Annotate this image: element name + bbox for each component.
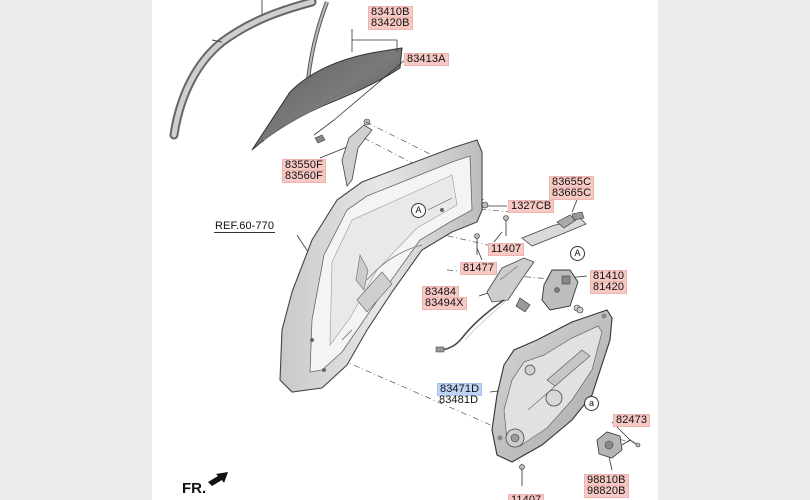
glass-run-channel [306,1,329,81]
door-hardware-lines [341,197,453,341]
part-label-83413a[interactable]: 83413A [404,53,449,66]
part-label-98820b[interactable]: 98820B [584,485,629,498]
part-label-83420b[interactable]: 83420B [368,17,413,30]
screw-bottom [519,464,525,486]
part-label-81420[interactable]: 81420 [590,281,628,294]
callout-a-latch: A [570,246,585,261]
door-module-panel [491,306,613,463]
bolt-1327cb [474,201,509,255]
rear-door-exploded-view [169,0,641,486]
door-glass [251,47,403,151]
front-direction-label: FR. [182,480,207,497]
callout-a-upper: A [411,203,426,218]
regulator-motor [596,431,631,459]
part-label-83560f[interactable]: 83560F [282,170,326,183]
part-label-82473[interactable]: 82473 [613,414,651,427]
inside-handle [486,257,535,303]
part-label-83481d[interactable]: 83481D [439,394,479,406]
parts-diagram-sheet: 83410B 83420B 83413A 83550F 83560F REF.6… [152,0,658,500]
part-label-83471d[interactable]: 83471D [437,383,483,396]
callout-a-lower: a [584,396,599,411]
door-shell [279,139,483,393]
part-label-81477[interactable]: 81477 [460,262,498,275]
front-direction-arrow [208,472,228,486]
part-label-83655c[interactable]: 83655C [549,176,595,189]
reference-label: REF.60-770 [214,220,276,233]
part-label-11407-lower[interactable]: 11407 [508,494,545,500]
part-label-83494x[interactable]: 83494X [422,297,467,310]
part-label-11407-upper[interactable]: 11407 [488,243,525,256]
regulator-rail [314,118,373,187]
outside-handle [521,211,587,247]
latch-cable [435,299,508,353]
door-latch [515,269,581,313]
screw-82473 [629,439,641,448]
part-label-1327cb[interactable]: 1327CB [508,200,555,213]
part-label-83665c[interactable]: 83665C [549,187,595,200]
door-frame-molding [169,0,317,140]
